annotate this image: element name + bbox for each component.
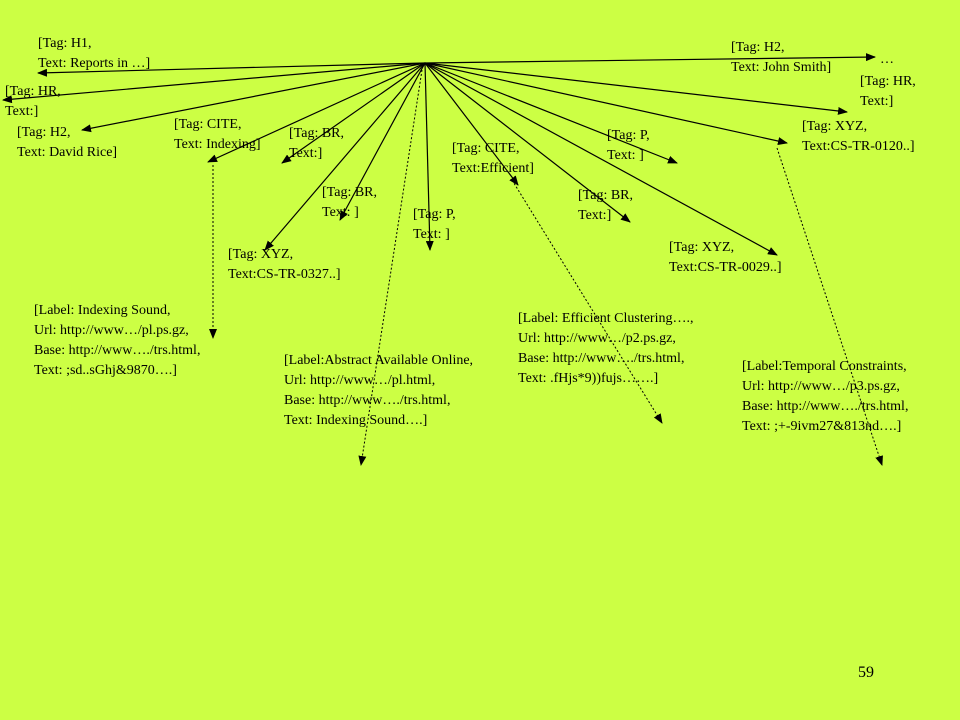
link-1-label: [Label: Indexing Sound,: [34, 303, 171, 318]
link-3-base: Base: http://www…./trs.html,: [518, 351, 685, 366]
node-hr-right-text: Text:]: [860, 94, 894, 109]
node-ellipsis: …: [880, 50, 894, 70]
node-p-2-text: Text: ]: [607, 148, 644, 163]
edge-to-p-1: [424, 62, 434, 251]
node-xyz-0029-tag: [Tag: XYZ,: [669, 240, 735, 255]
node-br-3-tag: [Tag: BR,: [578, 188, 634, 203]
edge-to-br-3: [424, 62, 631, 223]
node-xyz-0327: [Tag: XYZ, Text:CS-TR-0327..]: [228, 245, 341, 285]
node-xyz-0120-tag: [Tag: XYZ,: [802, 119, 868, 134]
node-cite-indexing-tag: [Tag: CITE,: [174, 117, 242, 132]
node-hr-left-text: Text:]: [5, 104, 39, 119]
node-h2-right-text: Text: John Smith]: [731, 60, 832, 75]
link-4-label: [Label:Temporal Constraints,: [742, 359, 907, 374]
node-xyz-0327-tag: [Tag: XYZ,: [228, 247, 294, 262]
node-xyz-0029: [Tag: XYZ, Text:CS-TR-0029..]: [669, 238, 782, 278]
edge-to-h2-left: [81, 62, 426, 133]
node-h2-left-tag: [Tag: H2,: [17, 125, 71, 140]
node-cite-indexing-text: Text: Indexing]: [174, 137, 261, 152]
node-p-1-text: Text: ]: [413, 227, 450, 242]
node-br-1-text: Text:]: [289, 146, 323, 161]
node-hr-left: [Tag: HR, Text:]: [5, 82, 61, 122]
node-cite-efficient-text: Text:Efficient]: [452, 161, 534, 176]
link-record-efficient-clustering: [Label: Efficient Clustering…., Url: htt…: [518, 309, 693, 389]
node-br-3-text: Text:]: [578, 208, 612, 223]
link-record-indexing-sound: [Label: Indexing Sound, Url: http://www……: [34, 301, 200, 381]
node-p-1-tag: [Tag: P,: [413, 207, 456, 222]
link-2-url: Url: http://www…/pl.html,: [284, 373, 436, 388]
edge-to-br-2: [339, 62, 426, 221]
node-xyz-0120: [Tag: XYZ, Text:CS-TR-0120..]: [802, 117, 915, 157]
node-cite-efficient-tag: [Tag: CITE,: [452, 141, 520, 156]
node-h2-right: [Tag: H2, Text: John Smith]: [731, 38, 831, 78]
link-2-label: [Label:Abstract Available Online,: [284, 353, 474, 368]
edge-to-hr-left: [2, 62, 426, 104]
link-3-label: [Label: Efficient Clustering….,: [518, 311, 694, 326]
link-record-abstract: [Label:Abstract Available Online, Url: h…: [284, 351, 473, 431]
edge-to-br-1: [281, 62, 426, 164]
edge-to-cite-indexing: [207, 62, 426, 163]
node-xyz-0327-text: Text:CS-TR-0327..]: [228, 267, 341, 282]
node-cite-indexing: [Tag: CITE, Text: Indexing]: [174, 115, 261, 155]
node-p-1: [Tag: P, Text: ]: [413, 205, 456, 245]
node-br-3: [Tag: BR, Text:]: [578, 186, 633, 226]
node-br-2-text: Text: ]: [322, 205, 359, 220]
node-br-1-tag: [Tag: BR,: [289, 126, 345, 141]
edge-to-p-2: [424, 62, 678, 164]
link-3-url: Url: http://www…/p2.ps.gz,: [518, 331, 676, 346]
edge-to-xyz-0120: [424, 62, 788, 145]
edge-to-h2-right: [424, 53, 876, 64]
link-record-temporal-constraints: [Label:Temporal Constraints, Url: http:/…: [742, 357, 908, 437]
node-p-2: [Tag: P, Text: ]: [607, 126, 650, 166]
link-1-text: Text: ;sd..sGhj&9870….]: [34, 363, 177, 378]
node-hr-right-tag: [Tag: HR,: [860, 74, 916, 89]
edge-to-hr-right: [424, 62, 848, 115]
edge-to-cite-efficient: [424, 62, 519, 186]
link-edge-efficient-clustering: [511, 179, 663, 424]
node-hr-left-tag: [Tag: HR,: [5, 84, 61, 99]
edge-to-xyz-0029: [424, 62, 778, 256]
node-br-2-tag: [Tag: BR,: [322, 185, 378, 200]
node-br-2: [Tag: BR, Text: ]: [322, 183, 377, 223]
node-h2-left: [Tag: H2, Text: David Rice]: [17, 123, 117, 163]
node-hr-right: [Tag: HR, Text:]: [860, 72, 916, 112]
link-4-base: Base: http://www…./trs.html,: [742, 399, 909, 414]
link-1-base: Base: http://www…./trs.html,: [34, 343, 201, 358]
node-ellipsis-text: …: [880, 52, 894, 67]
node-br-1: [Tag: BR, Text:]: [289, 124, 344, 164]
page-number: 59: [858, 664, 874, 681]
node-xyz-0029-text: Text:CS-TR-0029..]: [669, 260, 782, 275]
link-4-text: Text: ;+-9ivm27&813nd….]: [742, 419, 902, 434]
link-1-url: Url: http://www…/pl.ps.gz,: [34, 323, 189, 338]
link-2-text: Text: Indexing Sound….]: [284, 413, 428, 428]
node-h1: [Tag: H1, Text: Reports in …]: [38, 34, 150, 74]
node-xyz-0120-text: Text:CS-TR-0120..]: [802, 139, 915, 154]
node-h2-left-text: Text: David Rice]: [17, 145, 118, 160]
node-h1-tag: [Tag: H1,: [38, 36, 92, 51]
node-p-2-tag: [Tag: P,: [607, 128, 650, 143]
link-2-base: Base: http://www…./trs.html,: [284, 393, 451, 408]
link-edge-abstract: [358, 69, 423, 466]
node-h1-text: Text: Reports in …]: [38, 56, 151, 71]
link-4-url: Url: http://www…/p3.ps.gz,: [742, 379, 900, 394]
link-3-text: Text: .fHjs*9))fujs…….]: [518, 371, 659, 386]
edge-to-h1: [37, 62, 426, 77]
edge-to-xyz-0327: [264, 62, 426, 251]
node-h2-right-tag: [Tag: H2,: [731, 40, 785, 55]
node-cite-efficient: [Tag: CITE, Text:Efficient]: [452, 139, 534, 179]
